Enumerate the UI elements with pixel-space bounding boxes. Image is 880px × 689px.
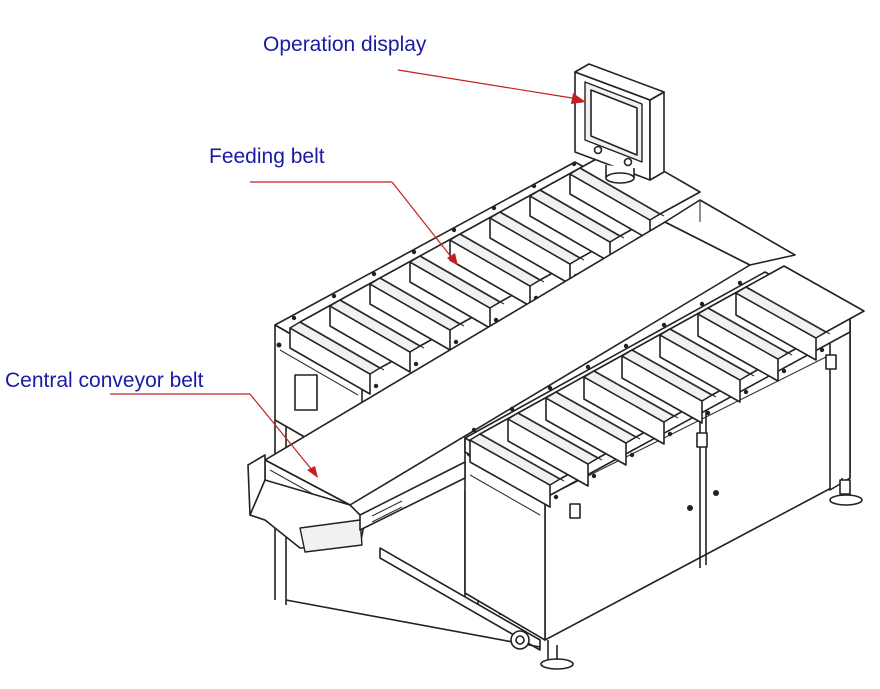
operation-display-label: Operation display (263, 33, 427, 56)
central-conveyor-belt-label: Central conveyor belt (5, 369, 204, 392)
operation-display (574, 63, 665, 184)
front-hopper-row (469, 265, 865, 508)
feeding-row-unit (569, 145, 701, 241)
leader-lines (110, 69, 586, 478)
front-row-unit (735, 265, 865, 361)
feeding-belt-row (289, 145, 701, 395)
central-conveyor (247, 199, 796, 553)
feeding-belt-label: Feeding belt (209, 145, 325, 168)
